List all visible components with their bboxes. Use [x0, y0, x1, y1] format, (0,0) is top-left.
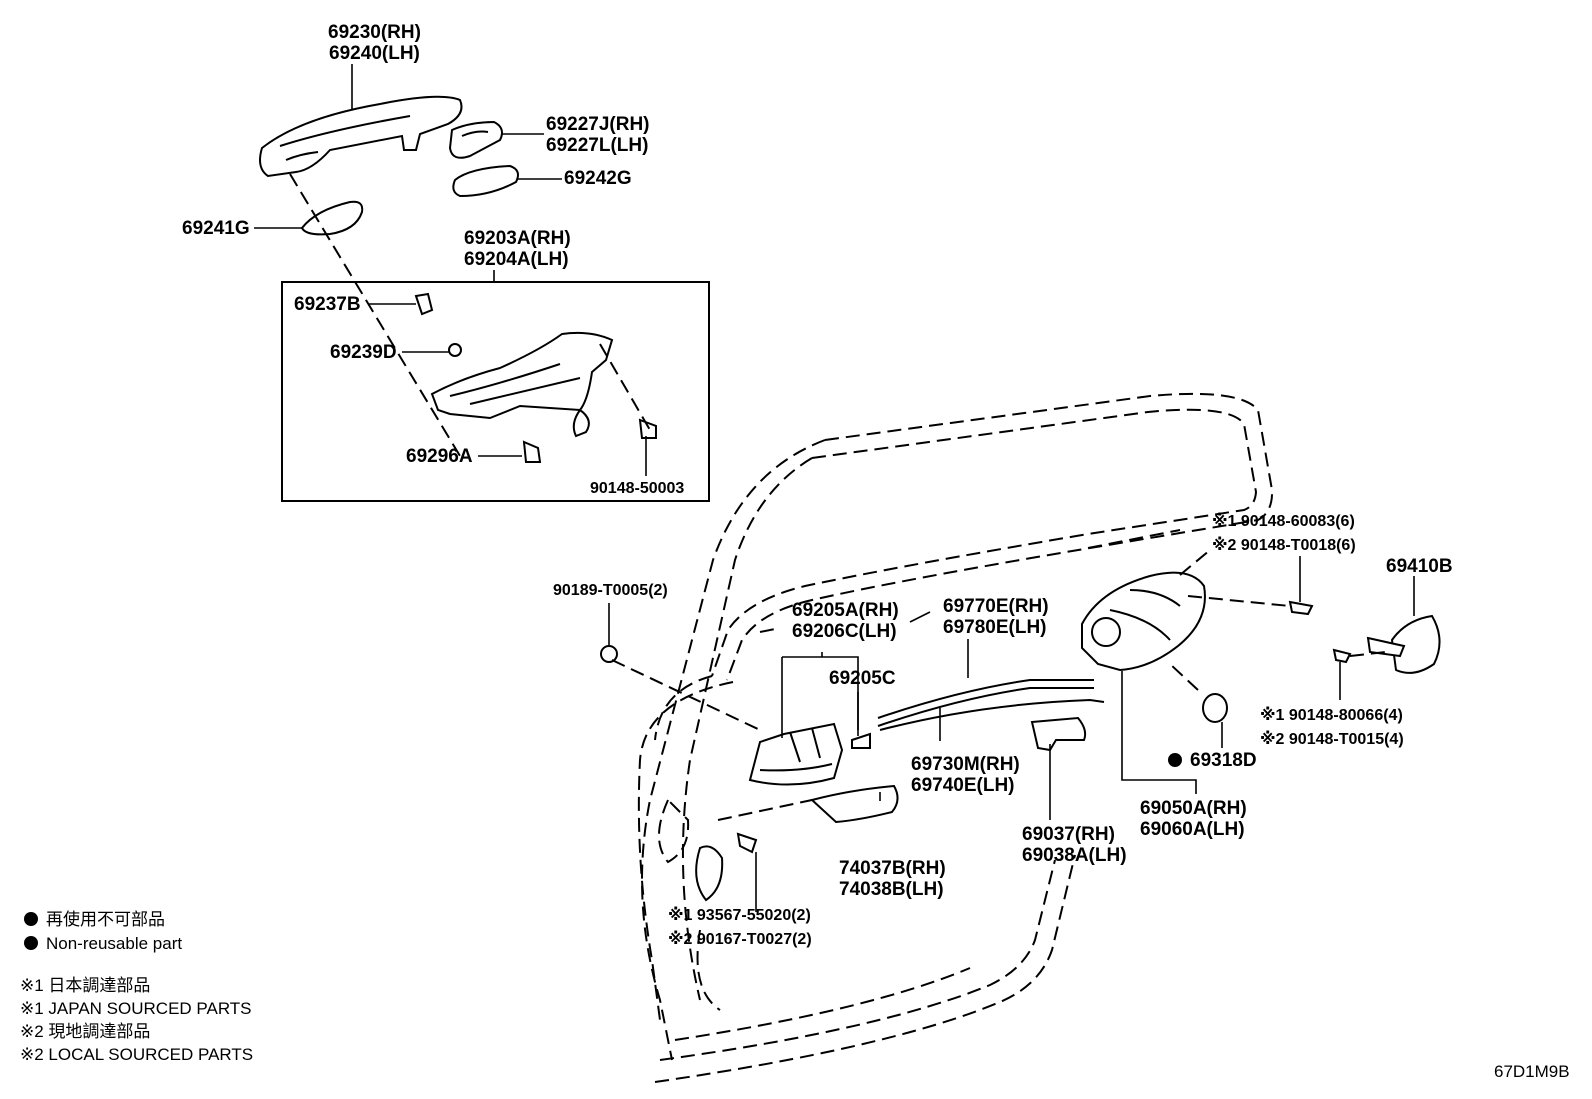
cap-69239-part — [448, 343, 462, 357]
label-69227: 69227J(RH) 69227L(LH) — [546, 114, 650, 156]
label-69730: 69730M(RH) 69740E(LH) — [911, 754, 1020, 796]
legend-note1-jp: ※1 日本調達部品 — [20, 976, 151, 995]
legend-nonreusable-jp: 再使用不可部品 — [24, 910, 165, 930]
part-number: 69239D — [330, 342, 397, 363]
legend-text: 再使用不可部品 — [46, 910, 165, 929]
part-number: 69227L(LH) — [546, 135, 649, 156]
screw-93567-part — [736, 832, 758, 854]
label-93567: ※1 93567-55020(2) ※2 90167-T0027(2) — [668, 904, 812, 952]
nonreusable-dot-icon — [1168, 753, 1182, 767]
part-number: 90189-T0005(2) — [553, 582, 668, 599]
striker-69410-part — [1366, 614, 1441, 674]
label-69230: 69230(RH) 69240(LH) — [328, 22, 421, 64]
label-69410: 69410B — [1386, 556, 1453, 577]
legend-note2-jp: ※2 現地調達部品 — [20, 1022, 151, 1041]
part-number: 69730M(RH) — [911, 754, 1020, 775]
inside-handle-part — [748, 722, 844, 786]
handle-frame-assembly-box — [281, 281, 710, 502]
screw-69296-part — [522, 440, 542, 463]
label-90189: 90189-T0005(2) — [553, 579, 668, 603]
part-number: 69038A(LH) — [1022, 845, 1127, 866]
label-69203: 69203A(RH) 69204A(LH) — [464, 228, 571, 270]
part-number: ※2 90148-T0015(4) — [1260, 731, 1404, 748]
outside-handle-part — [259, 95, 463, 178]
part-number: 74037B(RH) — [839, 858, 946, 879]
assembly-guide-lines — [289, 173, 1387, 821]
label-69050: 69050A(RH) 69060A(LH) — [1140, 798, 1247, 840]
part-number: 69205C — [829, 668, 896, 689]
handle-pad-part — [452, 164, 519, 198]
label-69770: 69770E(RH) 69780E(LH) — [943, 596, 1049, 638]
door-lock-assembly-part — [1081, 571, 1206, 672]
label-69296: 69296A — [406, 446, 473, 467]
nonreusable-dot-icon — [24, 912, 38, 926]
diagram-code: 67D1M9B — [1494, 1062, 1570, 1081]
part-number: 74038B(LH) — [839, 879, 944, 900]
bezel-74037-part — [809, 784, 899, 824]
part-number: 69203A(RH) — [464, 228, 571, 249]
part-number: 69050A(RH) — [1140, 798, 1247, 819]
label-69242: 69242G — [564, 168, 632, 189]
part-number: 69230(RH) — [328, 22, 421, 43]
part-number: 69740E(LH) — [911, 775, 1015, 796]
part-number: 69410B — [1386, 556, 1453, 577]
legend-note1-en: ※1 JAPAN SOURCED PARTS — [20, 999, 252, 1018]
label-74037: 74037B(RH) 74038B(LH) — [839, 858, 946, 900]
label-69318: 69318D — [1168, 750, 1257, 771]
part-number: 69205A(RH) — [792, 600, 899, 621]
handle-cap-part — [448, 120, 503, 159]
label-69239: 69239D — [330, 342, 397, 363]
clip-90189-part — [600, 645, 618, 663]
screw-90148-80066-part — [1332, 648, 1352, 664]
part-number: 69780E(LH) — [943, 617, 1047, 638]
part-number: 69037(RH) — [1022, 824, 1115, 845]
part-number: 69241G — [182, 218, 250, 239]
part-number: 69770E(RH) — [943, 596, 1049, 617]
part-number: ※1 90148-80066(4) — [1260, 707, 1403, 724]
label-69241: 69241G — [182, 218, 250, 239]
handle-pad-rear-part — [300, 200, 364, 236]
legend-text: Non-reusable part — [46, 934, 183, 953]
handle-frame-part — [430, 331, 614, 438]
part-number: ※2 90148-T0018(6) — [1212, 537, 1356, 554]
lock-cylinder-69037-part — [1030, 716, 1087, 752]
label-90148-80066: ※1 90148-80066(4) ※2 90148-T0015(4) — [1260, 704, 1404, 752]
label-69237: 69237B — [294, 294, 361, 315]
label-90148-60083: ※1 90148-60083(6) ※2 90148-T0018(6) — [1212, 510, 1356, 558]
part-number: ※1 90148-60083(6) — [1212, 513, 1355, 530]
part-number: 69227J(RH) — [546, 114, 650, 135]
part-number: 69204A(LH) — [464, 249, 569, 270]
part-number: 69060A(LH) — [1140, 819, 1245, 840]
label-69205C: 69205C — [829, 668, 896, 689]
screw-90148-60083-part — [1288, 600, 1314, 616]
label-69037: 69037(RH) 69038A(LH) — [1022, 824, 1127, 866]
label-90148-50003: 90148-50003 — [590, 477, 684, 501]
seal-69318-part — [1202, 693, 1228, 723]
leader-lines — [254, 64, 1415, 912]
cable-assembly-part — [877, 679, 1105, 731]
part-number: 69318D — [1190, 750, 1257, 771]
label-69205A: 69205A(RH) 69206C(LH) — [792, 600, 899, 642]
part-number: ※2 90167-T0027(2) — [668, 931, 812, 948]
part-number: 69206C(LH) — [792, 621, 897, 642]
legend-note2-en: ※2 LOCAL SOURCED PARTS — [20, 1045, 254, 1064]
part-number: 69237B — [294, 294, 361, 315]
part-number: 90148-50003 — [590, 480, 685, 497]
legend-nonreusable-en: Non-reusable part — [24, 934, 182, 954]
rear-door-outline — [637, 392, 1274, 1083]
part-number: 69242G — [564, 168, 632, 189]
nonreusable-dot-icon — [24, 936, 38, 950]
part-number: ※1 93567-55020(2) — [668, 907, 811, 924]
retainer-69237-part — [414, 292, 434, 316]
bezel-69205C-part — [851, 732, 871, 749]
screw-90148-part — [638, 418, 657, 439]
part-number: 69240(LH) — [329, 43, 420, 64]
part-number: 69296A — [406, 446, 473, 467]
